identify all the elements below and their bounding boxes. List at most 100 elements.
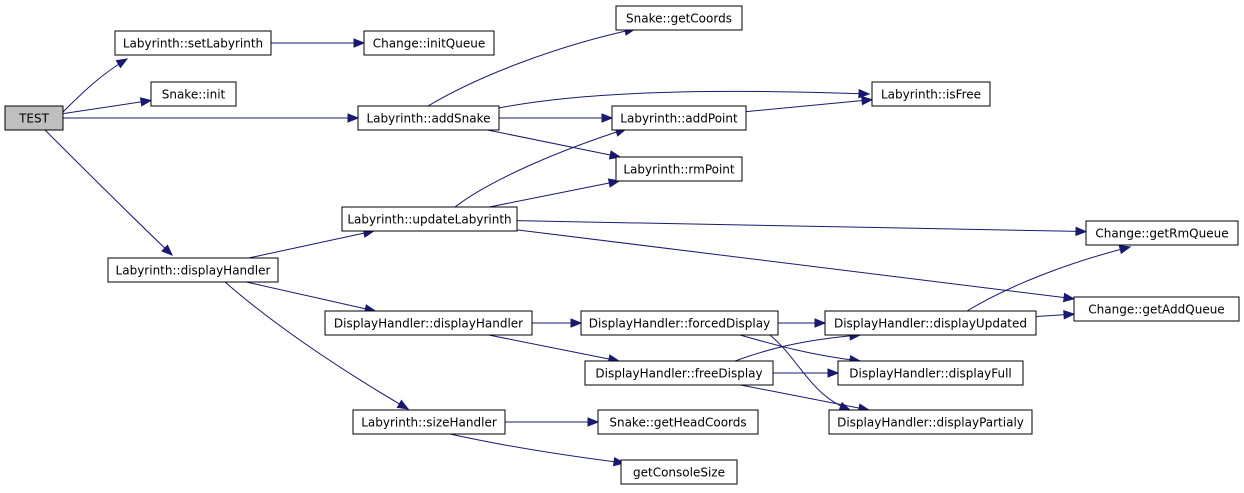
node-getAdd[interactable]: Change::getAddQueue — [1073, 296, 1240, 322]
node-label: DisplayHandler::displayUpdated — [834, 317, 1027, 331]
edge-line — [745, 99, 873, 113]
node-dispFull[interactable]: DisplayHandler::displayFull — [837, 360, 1024, 386]
edge-freeDisp-to-dispUpdated — [734, 331, 862, 362]
arrowhead-icon — [858, 88, 871, 99]
node-addSnake[interactable]: Labyrinth::addSnake — [357, 105, 500, 131]
arrowhead-icon — [161, 244, 173, 256]
edge-updateLab-to-getAdd — [516, 229, 1076, 303]
edge-line — [454, 128, 627, 208]
node-dispHandler[interactable]: Labyrinth::displayHandler — [107, 257, 279, 283]
node-label: Labyrinth::addPoint — [620, 112, 738, 126]
node-box — [615, 156, 743, 182]
node-getCoords[interactable]: Snake::getCoords — [615, 5, 743, 31]
node-box — [4, 105, 64, 131]
node-box — [837, 360, 1024, 386]
node-getHead[interactable]: Snake::getHeadCoords — [597, 409, 759, 435]
node-box — [107, 257, 279, 283]
edge-freeDisp-to-dispFull — [773, 368, 840, 378]
arrowhead-icon — [347, 113, 360, 123]
node-isFree[interactable]: Labyrinth::isFree — [871, 81, 991, 107]
edge-line — [427, 28, 636, 107]
edge-dispHandler-to-updateLab — [248, 228, 376, 259]
node-rmPoint[interactable]: Labyrinth::rmPoint — [615, 156, 743, 182]
node-dhCtor[interactable]: DisplayHandler::displayHandler — [324, 310, 533, 336]
node-label: DisplayHandler::displayHandler — [334, 317, 523, 331]
node-forced[interactable]: DisplayHandler::forcedDisplay — [580, 310, 779, 336]
node-label: Labyrinth::sizeHandler — [361, 416, 497, 430]
edge-addPoint-to-isFree — [745, 95, 874, 113]
node-label: Snake::getHeadCoords — [609, 416, 746, 430]
node-box — [341, 206, 518, 232]
edge-line — [488, 334, 619, 362]
node-test[interactable]: TEST — [4, 105, 64, 131]
edge-dhCtor-to-freeDisp — [488, 334, 621, 364]
arrowhead-icon — [601, 113, 614, 123]
node-label: Labyrinth::addSnake — [366, 112, 490, 126]
node-box — [828, 409, 1033, 435]
edge-line — [739, 334, 861, 362]
arrowhead-icon — [570, 318, 583, 328]
node-label: getConsoleSize — [633, 466, 725, 480]
edge-addSnake-to-addPoint — [499, 113, 614, 123]
edge-line — [498, 90, 870, 109]
node-addPoint[interactable]: Labyrinth::addPoint — [611, 105, 747, 131]
edge-test-to-dispHandler — [44, 129, 173, 256]
node-box — [114, 30, 272, 56]
node-getRm[interactable]: Change::getRmQueue — [1085, 220, 1239, 246]
arrowhead-icon — [1062, 292, 1076, 303]
node-freeDisp[interactable]: DisplayHandler::freeDisplay — [584, 360, 774, 386]
node-label: DisplayHandler::displayFull — [849, 367, 1012, 381]
edge-line — [487, 129, 621, 158]
node-box — [150, 81, 237, 107]
edges-layer — [44, 26, 1132, 467]
arrowhead-icon — [1063, 310, 1076, 320]
edge-line — [516, 229, 1075, 300]
node-label: Labyrinth::rmPoint — [623, 163, 735, 177]
node-label: DisplayHandler::forcedDisplay — [589, 317, 770, 331]
node-label: Change::getRmQueue — [1095, 227, 1228, 241]
node-box — [871, 81, 991, 107]
node-box — [363, 30, 495, 56]
edge-test-to-snakeInit — [62, 97, 153, 115]
nodes-layer: TESTLabyrinth::setLabyrinthSnake::initLa… — [4, 5, 1240, 485]
node-label: Change::initQueue — [373, 37, 485, 51]
edge-line — [740, 384, 870, 411]
node-label: DisplayHandler::freeDisplay — [595, 367, 762, 381]
edge-setLab-to-initQueue — [271, 38, 366, 48]
node-label: Labyrinth::isFree — [881, 88, 981, 102]
node-box — [580, 310, 779, 336]
node-label: Change::getAddQueue — [1088, 303, 1224, 317]
edge-updateLab-to-rmPoint — [489, 178, 621, 208]
node-initQueue[interactable]: Change::initQueue — [363, 30, 495, 56]
node-box — [620, 459, 738, 485]
edge-dispUpdated-to-getAdd — [1035, 310, 1076, 320]
edge-sizeHandler-to-consoleSize — [449, 433, 626, 467]
node-consoleSize[interactable]: getConsoleSize — [620, 459, 738, 485]
node-setLab[interactable]: Labyrinth::setLabyrinth — [114, 30, 272, 56]
node-box — [1073, 296, 1240, 322]
arrowhead-icon — [861, 95, 874, 106]
edge-forced-to-dispUpdated — [778, 318, 827, 328]
arrowhead-icon — [612, 456, 626, 467]
edge-dispHandler-to-dhCtor — [246, 281, 377, 314]
edge-test-to-setLab — [62, 58, 129, 113]
arrowhead-icon — [139, 97, 153, 107]
edge-line — [966, 246, 1131, 312]
node-snakeInit[interactable]: Snake::init — [150, 81, 237, 107]
node-dispPartial[interactable]: DisplayHandler::displayPartialy — [828, 409, 1033, 435]
edge-line — [246, 281, 376, 312]
edge-line — [489, 180, 620, 208]
node-box — [597, 409, 759, 435]
arrowhead-icon — [1075, 226, 1088, 237]
node-sizeHandler[interactable]: Labyrinth::sizeHandler — [352, 409, 506, 435]
edge-dispHandler-to-sizeHandler — [224, 281, 410, 410]
node-box — [357, 105, 500, 131]
node-label: Labyrinth::displayHandler — [116, 264, 271, 278]
edge-line — [734, 334, 861, 362]
node-dispUpdated[interactable]: DisplayHandler::displayUpdated — [824, 310, 1037, 336]
edge-forced-to-dispFull — [739, 334, 862, 365]
edge-line — [224, 281, 409, 410]
node-updateLab[interactable]: Labyrinth::updateLabyrinth — [341, 206, 518, 232]
node-label: Snake::init — [162, 88, 226, 102]
